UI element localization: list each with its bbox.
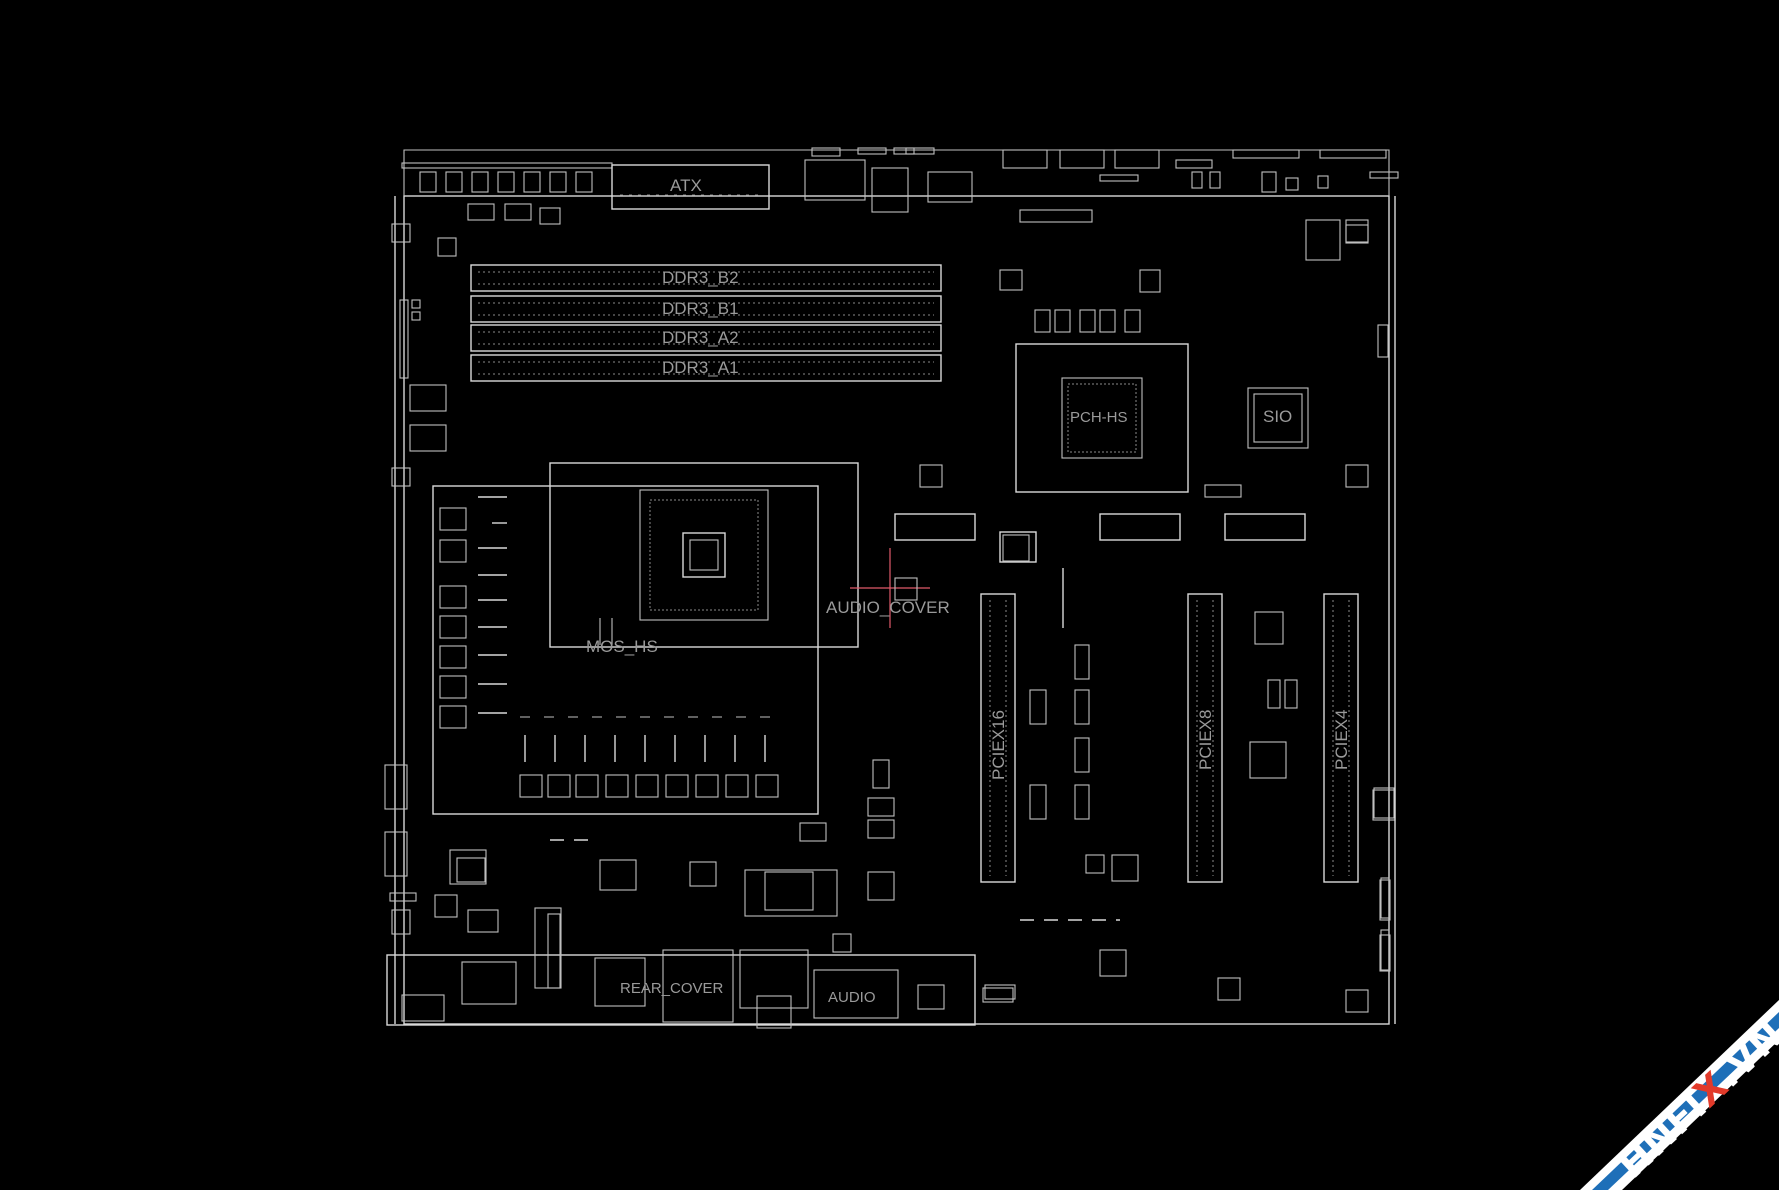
mos-hs-label: MOS_HS bbox=[586, 637, 658, 656]
mid-components bbox=[867, 464, 1139, 882]
ddr3-b1-label: DDR3_B1 bbox=[662, 299, 739, 318]
audio-cover-area: AUDIO_COVER bbox=[826, 548, 950, 628]
ddr3-a1-slot bbox=[470, 354, 942, 382]
board-outline bbox=[394, 149, 1390, 1025]
pciex4-label: PCIEX4 bbox=[1332, 710, 1351, 770]
mos-hs-heatsink bbox=[549, 462, 859, 648]
ddr3-b2-label: DDR3_B2 bbox=[662, 268, 739, 287]
left-edge-components bbox=[384, 223, 499, 935]
pciex16-label: PCIEX16 bbox=[989, 710, 1008, 780]
atx-connector: ATX bbox=[611, 164, 770, 210]
hnfix-watermark: HNFIX.VN bbox=[1580, 1000, 1779, 1190]
pciex8-slot bbox=[1187, 593, 1223, 883]
ddr3-slots: DDR3_B2 DDR3_B1 DDR3_A2 DDR3_A1 bbox=[470, 264, 942, 382]
audio-label: AUDIO bbox=[828, 989, 876, 1006]
ddr3-a2-slot bbox=[470, 324, 942, 352]
top-edge-components bbox=[401, 147, 1399, 225]
pciex16-slot bbox=[980, 593, 1016, 883]
right-region-components bbox=[999, 219, 1396, 1013]
right-edge-components bbox=[1373, 196, 1396, 1024]
pciex4-slot bbox=[1323, 593, 1359, 883]
pch-label: PCH-HS bbox=[1070, 409, 1128, 426]
rear-cover-label: REAR_COVER bbox=[620, 980, 724, 997]
lower-components bbox=[456, 822, 1127, 1000]
m2-connectors bbox=[894, 513, 1306, 563]
pcie-slots: PCIEX16 PCIEX8 PCIEX4 bbox=[980, 593, 1359, 883]
ddr3-a2-label: DDR3_A2 bbox=[662, 328, 739, 347]
pciex8-label: PCIEX8 bbox=[1196, 710, 1215, 770]
sio-label: SIO bbox=[1263, 407, 1292, 426]
sio-chip: SIO bbox=[1247, 219, 1389, 449]
atx-label: ATX bbox=[670, 176, 702, 195]
ddr3-b1-slot bbox=[470, 295, 942, 323]
cpu-vrm-region: MOS_HS bbox=[432, 462, 859, 815]
ddr3-b2-slot bbox=[470, 264, 942, 292]
ddr3-a1-label: DDR3_A1 bbox=[662, 358, 739, 377]
pch-chip: PCH-HS bbox=[1015, 343, 1189, 493]
cpu-socket bbox=[639, 489, 769, 621]
audio-cover-label: AUDIO_COVER bbox=[826, 598, 950, 617]
watermark-text: HNFIX.VN bbox=[1609, 1012, 1779, 1186]
rear-io-area: REAR_COVER AUDIO bbox=[386, 907, 1014, 1029]
